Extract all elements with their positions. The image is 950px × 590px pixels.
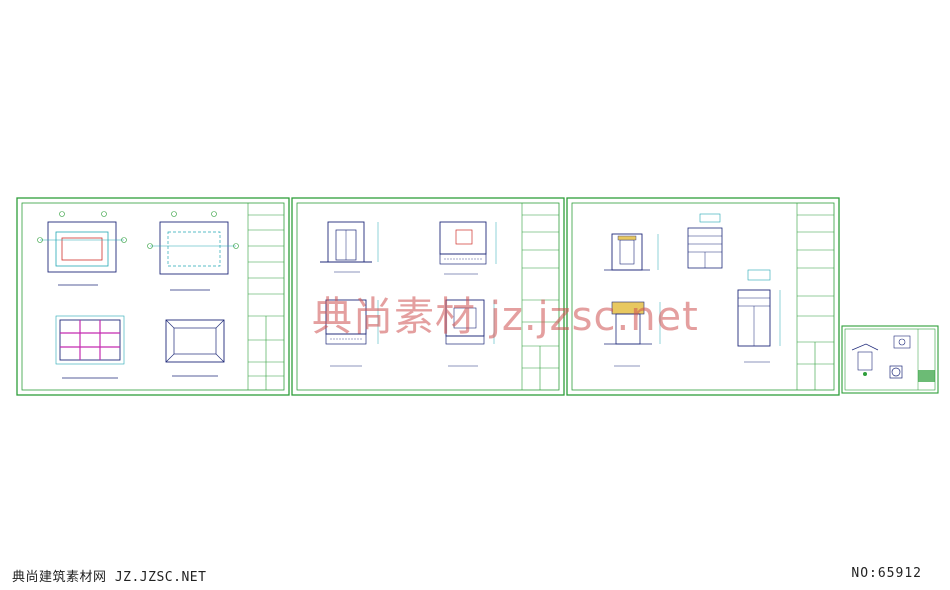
section-view xyxy=(445,299,495,367)
door-detail xyxy=(604,233,659,271)
section-diagram xyxy=(851,343,879,376)
sheet-1-plans xyxy=(16,197,290,396)
sheet-3-frame xyxy=(566,197,840,396)
front-elevation xyxy=(320,221,379,273)
side-elevation xyxy=(439,221,497,275)
plan-view-1 xyxy=(37,211,127,286)
canopy-detail xyxy=(604,301,661,367)
rear-elevation xyxy=(325,299,379,367)
pipe-detail xyxy=(889,335,911,379)
sheet-3-details xyxy=(566,197,840,396)
sheet-2-frame xyxy=(291,197,565,396)
watermark-text: 典尚素材 jz.jzsc.net xyxy=(312,294,699,340)
image-number: NO:65912 xyxy=(851,566,922,581)
sheet-2-elevations xyxy=(291,197,565,396)
sheet-4-frame xyxy=(841,325,939,394)
plan-view-2 xyxy=(147,211,239,291)
sheet-4-small xyxy=(841,325,939,394)
roof-plan xyxy=(165,319,225,377)
tall-door-detail xyxy=(737,269,781,363)
framing-plan xyxy=(55,315,125,379)
sheet-3-title-block xyxy=(796,203,834,390)
sheet-1-title-block xyxy=(247,203,284,390)
site-credit: 典尚建筑素材网 JZ.JZSC.NET xyxy=(12,570,207,585)
sheet-1-frame xyxy=(16,197,290,396)
sheet-2-title-block xyxy=(521,203,559,390)
window-detail xyxy=(687,213,723,269)
